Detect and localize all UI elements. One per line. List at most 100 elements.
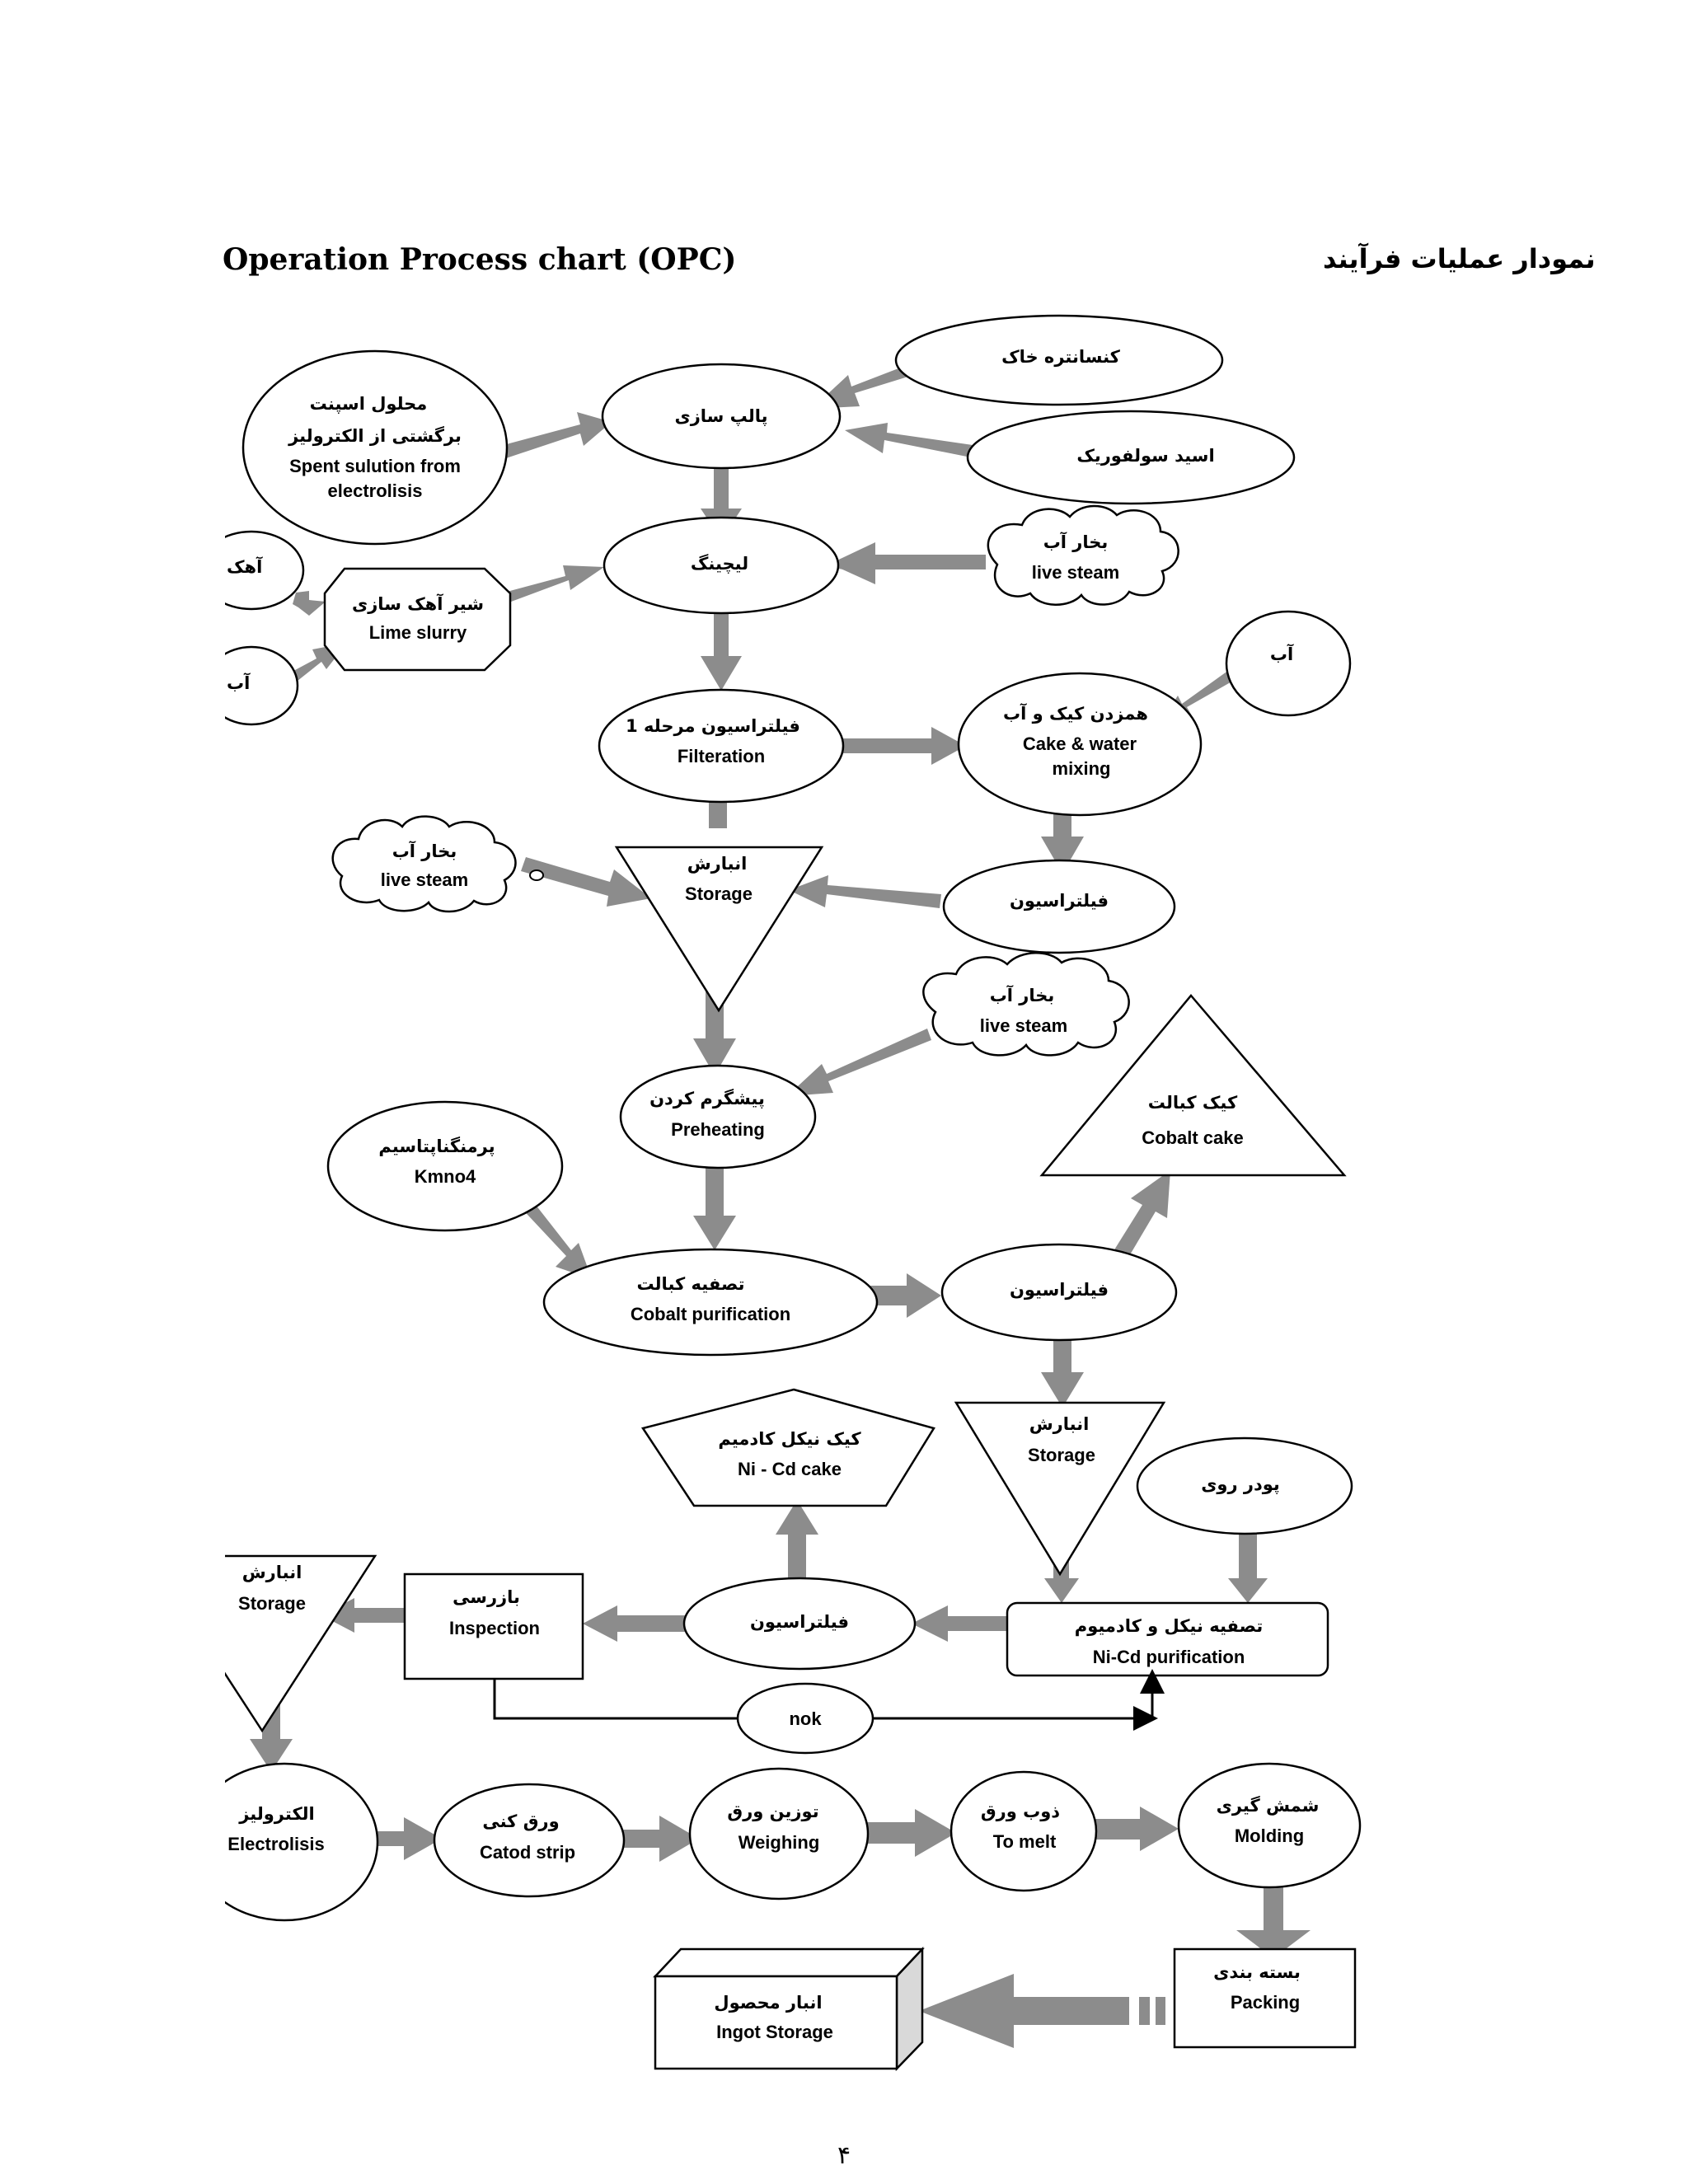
arrow-catod-to-weigh — [617, 1816, 699, 1862]
live-steam-2-fa: بخار آب — [392, 841, 457, 861]
nok-loop-line — [493, 1679, 1152, 1720]
storage-3-fa: انبارش — [242, 1563, 302, 1582]
nicd-purification-fa: تصفیه نیکل و کادمیوم — [1075, 1616, 1263, 1636]
inspection-en: Inspection — [449, 1618, 540, 1638]
filtration-1-ellipse — [598, 688, 845, 804]
sulfuric-acid-fa: اسید سولفوریک — [1076, 446, 1214, 466]
nicd-cake-fa: کیک نیکل کادمیم — [718, 1429, 861, 1449]
storage-2-fa: انبارش — [1029, 1414, 1090, 1434]
arrow-cake-to-filt2 — [1041, 798, 1084, 874]
zinc-powder-fa: پودر روی — [1201, 1474, 1280, 1494]
arrow-storage-to-preheat — [693, 987, 736, 1076]
filtration-2-ellipse — [942, 859, 1176, 954]
arrow-filt2-to-storage — [789, 875, 941, 908]
kmno4-ellipse — [326, 1100, 564, 1232]
kmno4-en: Kmno4 — [415, 1166, 476, 1187]
concentrate-fa: کنسانتره خاک — [1001, 347, 1121, 367]
packing-en: Packing — [1231, 1992, 1300, 2013]
leaching-fa: لیچینگ — [691, 553, 748, 574]
filtration-4-ellipse — [682, 1577, 917, 1671]
zinc-powder-ellipse — [1136, 1436, 1353, 1535]
cake-water-mixing-en-1: Cake & water — [1023, 733, 1137, 754]
live-steam-3-cloud — [922, 952, 1130, 1057]
cobalt-cake-fa: کیک کبالت — [1148, 1093, 1238, 1113]
arrow-storage3-to-electro — [250, 1690, 293, 1772]
catod-strip-ellipse — [433, 1783, 626, 1898]
arrow-electro-to-catod — [353, 1817, 442, 1860]
catod-strip-fa: ورق کنی — [482, 1811, 559, 1831]
nicd-purification-rect — [1006, 1601, 1329, 1677]
molding-ellipse — [1177, 1762, 1362, 1889]
arrow-lime-in — [293, 591, 326, 616]
diagram-shapes: محلول اسپنت برگشتی از الکترولیز Spent su… — [0, 314, 1362, 2072]
sulfuric-acid-ellipse — [966, 410, 1296, 505]
cake-water-mixing-fa: همزدن کیک و آب — [1003, 703, 1148, 724]
arrow-spent-to-pulp — [500, 412, 612, 459]
storage-3-en: Storage — [238, 1593, 306, 1614]
title-english: Operation Process chart (OPC) — [223, 242, 736, 277]
arrow-pack-to-ingot — [919, 1974, 1129, 2048]
live-steam-1-en: live steam — [1032, 562, 1119, 583]
lime-fa: آهک — [227, 556, 263, 577]
arrow-nicd-to-filt4 — [912, 1605, 1018, 1642]
spent-solution-fa-1: محلول اسپنت — [310, 394, 428, 414]
cobalt-cake-en: Cobalt cake — [1142, 1127, 1244, 1148]
molding-en: Molding — [1235, 1825, 1304, 1846]
weighing-fa: توزین ورق — [727, 1802, 818, 1821]
arrow-concentrate-to-pulp — [812, 360, 924, 409]
water-right-ellipse — [1225, 610, 1352, 717]
arrow-cobalt-to-filt3 — [857, 1273, 941, 1318]
cobalt-cake-triangle — [1039, 994, 1347, 1177]
electrolisis-mask — [0, 1755, 225, 1937]
water-left-mask — [0, 635, 225, 742]
live-steam-2-en: live steam — [381, 869, 468, 890]
ingot-storage-box-top — [653, 1947, 925, 1978]
preheating-fa: پیشگرم کردن — [649, 1088, 765, 1108]
arrow-pack-dash-1 — [1139, 1997, 1150, 2025]
storage-2-triangle — [954, 1401, 1166, 1577]
water-left-fa: آب — [227, 673, 251, 693]
filtration-3-fa: فیلتراسیون — [1010, 1280, 1109, 1300]
storage-2-en: Storage — [1028, 1445, 1095, 1465]
arrow-leach-head — [830, 542, 875, 584]
arrow-filt4-to-inspect — [583, 1605, 688, 1642]
packing-fa: بسته بندی — [1213, 1962, 1301, 1982]
arrow-zinc-to-nicd — [1228, 1523, 1268, 1603]
arrow-filt1-to-storage — [709, 799, 727, 828]
live-steam-2-puff — [529, 869, 544, 881]
spent-solution-ellipse — [241, 349, 509, 546]
filtration-4-fa: فیلتراسیون — [750, 1612, 849, 1632]
nok-ellipse — [736, 1682, 874, 1755]
cake-water-mixing-ellipse — [957, 672, 1203, 817]
arrow-lime-to-leach — [495, 565, 604, 607]
cobalt-purification-en: Cobalt purification — [631, 1304, 790, 1324]
live-steam-3-fa: بخار آب — [990, 985, 1055, 1005]
arrow-filt3-to-storage2 — [1041, 1333, 1084, 1408]
storage-3-mask — [0, 1541, 225, 1755]
concentrate-ellipse — [894, 314, 1224, 406]
arrow-kmno4-to-cobalt — [517, 1193, 592, 1279]
cobalt-purification-ellipse — [542, 1248, 879, 1357]
filtration-1-fa: فیلتراسیون مرحله 1 — [626, 716, 800, 736]
to-melt-ellipse — [950, 1770, 1098, 1892]
arrow-filt3-to-cobaltcake — [1109, 1170, 1170, 1266]
nicd-cake-pentagon — [640, 1388, 935, 1507]
arrow-steam-to-leach-shaft — [874, 555, 986, 569]
arrow-inspect-to-storage3 — [321, 1598, 412, 1633]
arrow-pack-dash-2 — [1156, 1997, 1165, 2025]
ingot-storage-fa: انبار محصول — [714, 1993, 822, 2013]
lime-slurry-en: Lime slurry — [369, 622, 467, 643]
arrow-acid-to-pulp — [845, 423, 978, 458]
to-melt-en: To melt — [993, 1831, 1057, 1852]
pulp-making-fa: پالپ سازی — [674, 406, 767, 426]
preheating-en: Preheating — [671, 1119, 765, 1140]
arrow-preheat-to-cobalt — [693, 1165, 736, 1250]
live-steam-2-cloud — [331, 815, 517, 913]
molding-fa: شمش گیری — [1217, 1795, 1320, 1816]
arrow-steam-to-preheat — [787, 1029, 931, 1096]
catod-strip-en: Catod strip — [480, 1842, 575, 1863]
electrolisis-en: Electrolisis — [227, 1834, 324, 1854]
cobalt-purification-fa: تصفیه کبالت — [636, 1274, 744, 1294]
